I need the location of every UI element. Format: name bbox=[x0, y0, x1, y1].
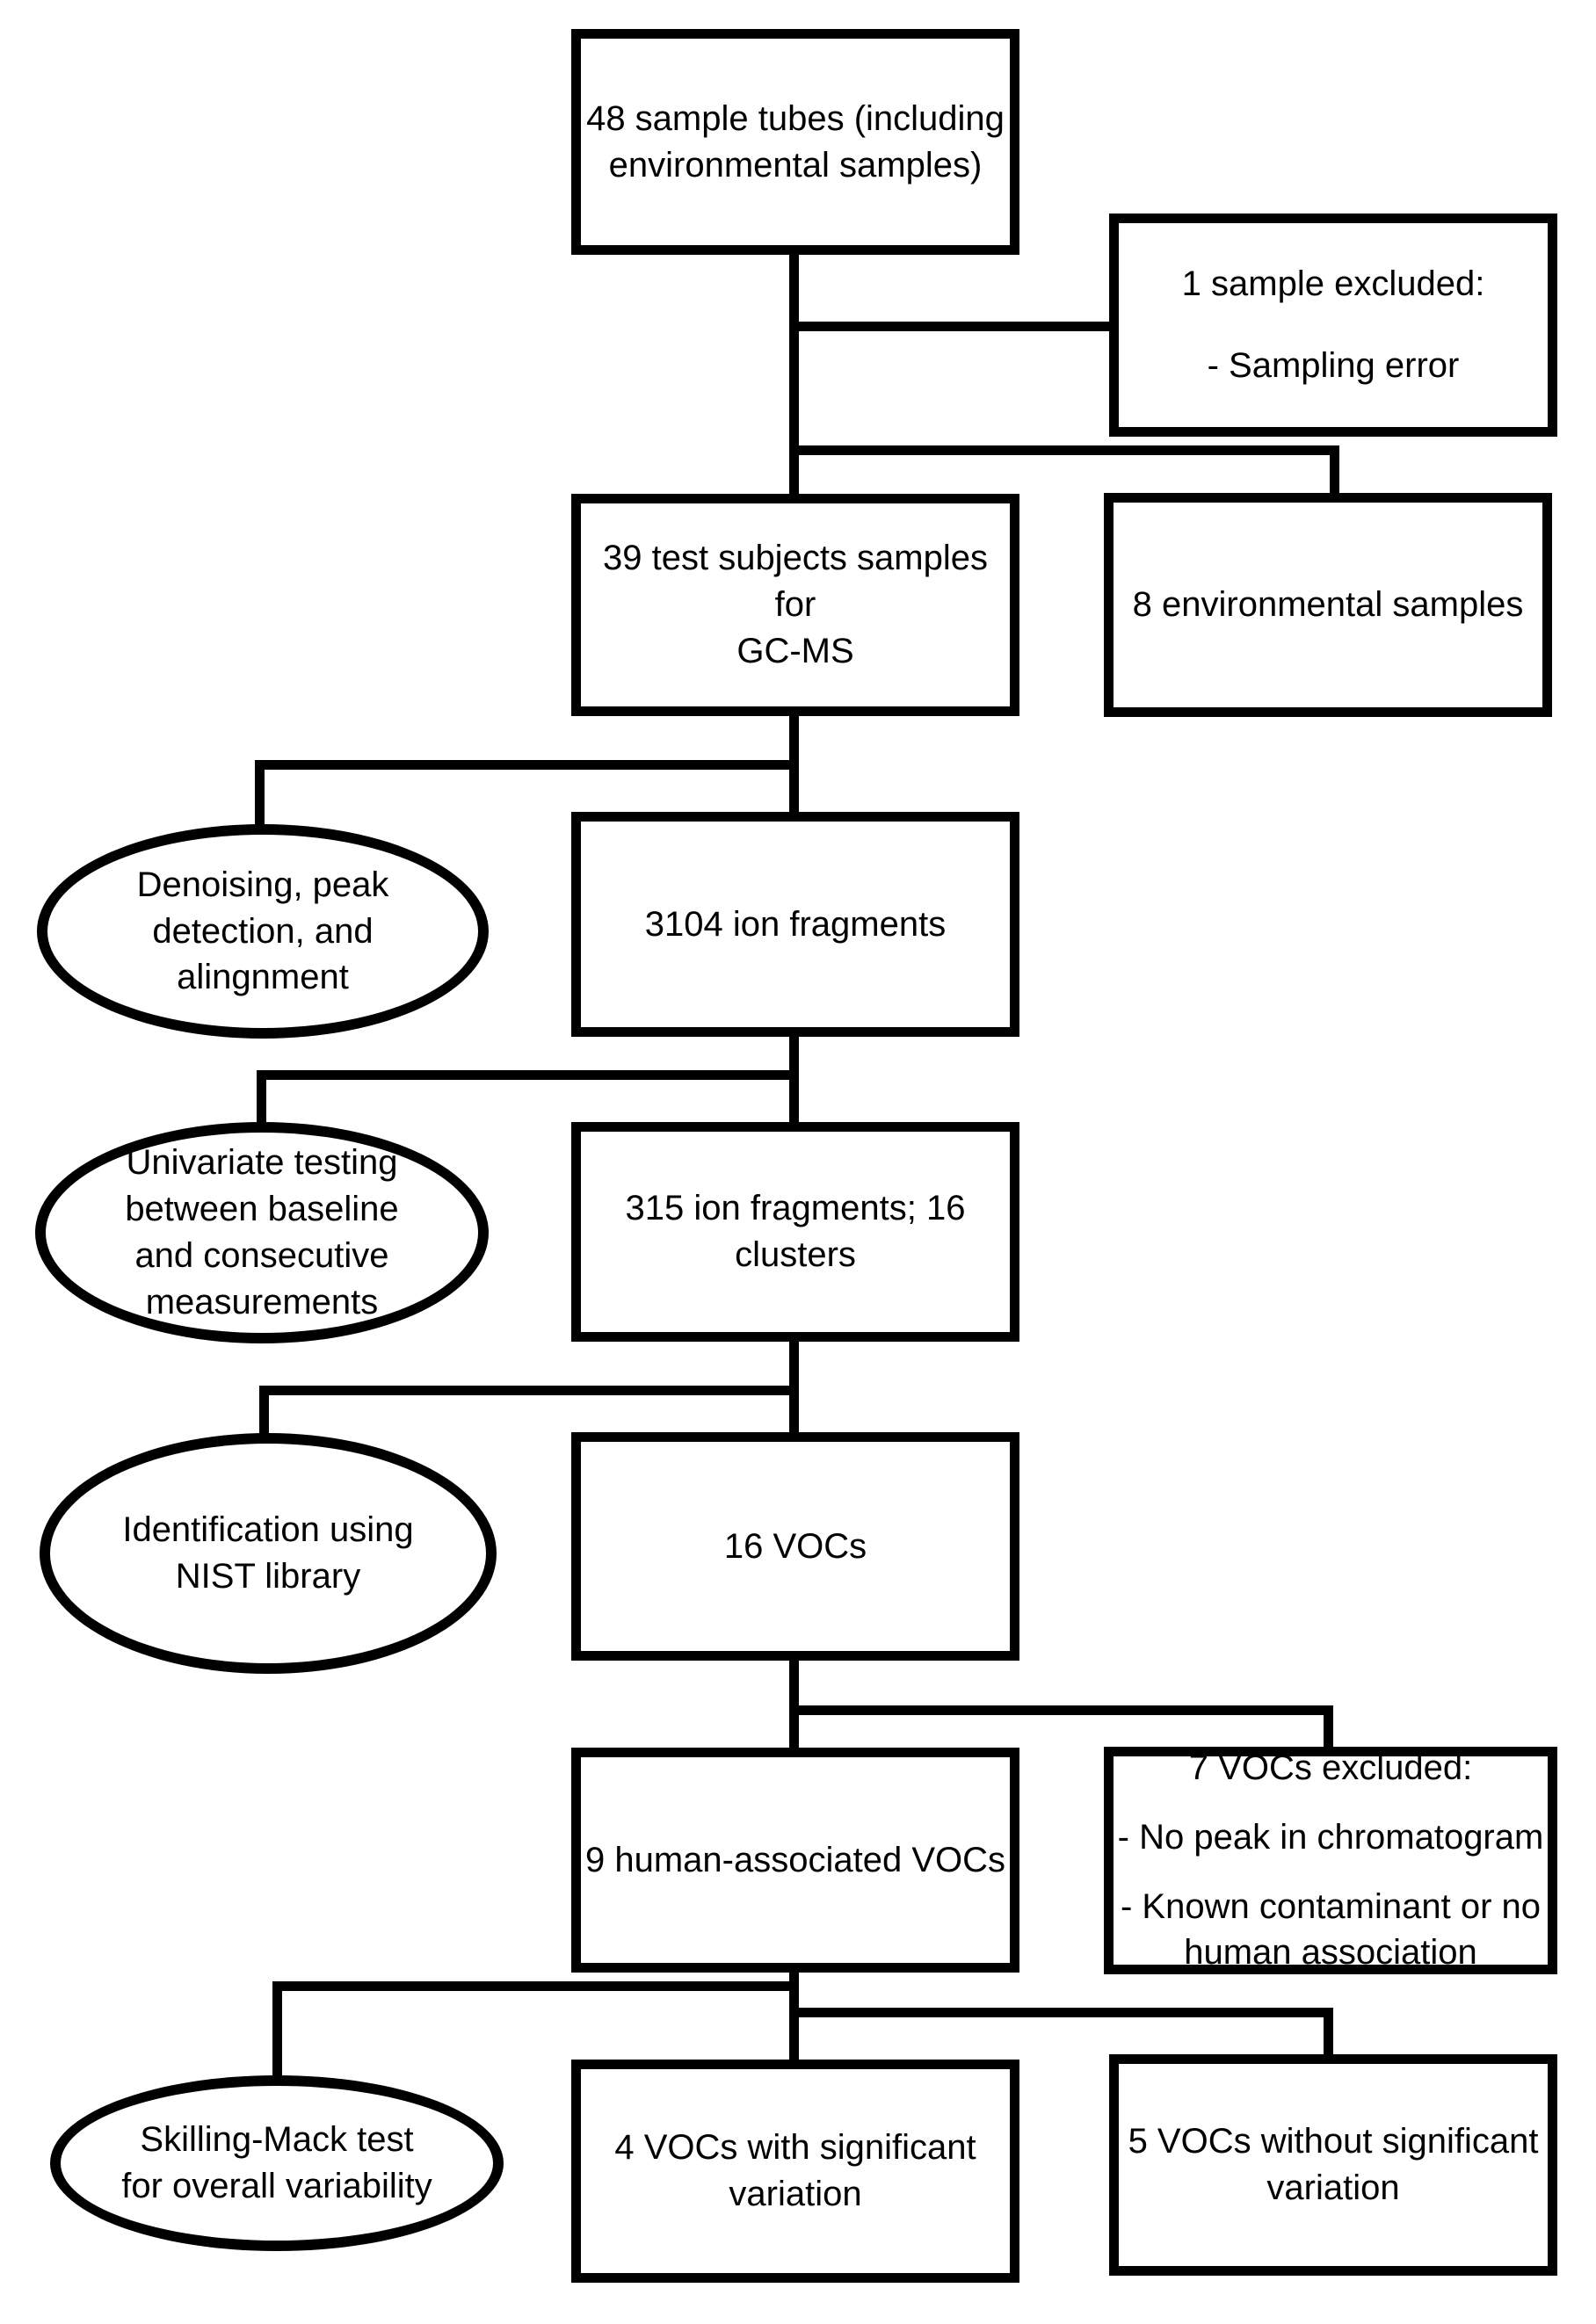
branch-to-skilling-mack-v bbox=[272, 1981, 282, 2083]
branch-to-5vocs-h bbox=[789, 2008, 1333, 2017]
connector-3104-to-315 bbox=[789, 1034, 799, 1126]
branch-to-identification-v bbox=[259, 1386, 269, 1442]
flow-box-test-subjects: 39 test subjects samples for GC-MS bbox=[571, 494, 1019, 716]
flow-ellipse-univariate-label: Univariate testing between baseline and … bbox=[125, 1143, 399, 1321]
connector-tubes-to-subjects bbox=[789, 251, 799, 497]
flow-box-nonsignificant-vocs-label: 5 VOCs without significant variation bbox=[1128, 2122, 1539, 2207]
flow-box-ion-fragments-label: 3104 ion fragments bbox=[644, 904, 947, 944]
flow-box-excluded-vocs-item-1: - No peak in chromatogram bbox=[1117, 1817, 1544, 1857]
flow-box-ion-fragments-clusters-label: 315 ion fragments; 16 clusters bbox=[625, 1189, 966, 1274]
connector-16vocs-to-9vocs bbox=[789, 1658, 799, 1751]
flow-box-excluded-sample: 1 sample excluded: - Sampling error bbox=[1109, 214, 1557, 437]
flow-box-test-subjects-label: 39 test subjects samples for GC-MS bbox=[603, 539, 988, 670]
flow-ellipse-identification-label: Identification using NIST library bbox=[122, 1510, 414, 1596]
flow-box-sample-tubes-label: 48 sample tubes (including environmental… bbox=[586, 98, 1005, 185]
branch-to-environmental-v bbox=[1330, 445, 1339, 496]
flow-box-significant-vocs-label: 4 VOCs with significant variation bbox=[614, 2128, 976, 2213]
branch-to-univariate-v bbox=[257, 1070, 266, 1130]
flow-box-environmental-label: 8 environmental samples bbox=[1132, 585, 1524, 625]
branch-to-denoising-v bbox=[255, 760, 265, 832]
flow-box-excluded-vocs: 7 VOCs excluded: - No peak in chromatogr… bbox=[1104, 1747, 1557, 1974]
branch-to-excluded-vocs-h bbox=[789, 1705, 1333, 1715]
flow-box-excluded-sample-title: 1 sample excluded: bbox=[1181, 264, 1485, 304]
branch-to-environmental-h bbox=[789, 445, 1339, 455]
branch-to-denoising-h bbox=[255, 760, 799, 770]
branch-to-5vocs-v bbox=[1324, 2008, 1333, 2059]
flow-box-excluded-sample-item: - Sampling error bbox=[1207, 346, 1460, 385]
branch-to-identification-h bbox=[259, 1386, 799, 1395]
flow-ellipse-denoising-label: Denoising, peak detection, and alingnmen… bbox=[136, 865, 389, 997]
flow-box-ion-fragments-clusters: 315 ion fragments; 16 clusters bbox=[571, 1122, 1019, 1342]
flow-box-excluded-vocs-item-2: - Known contaminant or no human associat… bbox=[1120, 1886, 1542, 1973]
branch-to-skilling-mack-h bbox=[272, 1981, 799, 1991]
branch-to-excluded-vocs-v bbox=[1324, 1705, 1333, 1751]
flow-box-excluded-vocs-title: 7 VOCs excluded: bbox=[1188, 1748, 1473, 1787]
flow-ellipse-denoising: Denoising, peak detection, and alingnmen… bbox=[37, 824, 489, 1039]
flow-ellipse-skilling-mack: Skilling-Mack test for overall variabili… bbox=[50, 2075, 504, 2251]
flow-box-16-vocs: 16 VOCs bbox=[571, 1432, 1019, 1661]
flow-ellipse-univariate: Univariate testing between baseline and … bbox=[35, 1122, 489, 1343]
flow-box-significant-vocs: 4 VOCs with significant variation bbox=[571, 2060, 1019, 2283]
flow-ellipse-skilling-mack-label: Skilling-Mack test for overall variabili… bbox=[121, 2120, 432, 2205]
branch-to-univariate-h bbox=[257, 1070, 799, 1080]
flow-box-environmental: 8 environmental samples bbox=[1104, 493, 1552, 717]
flow-box-16-vocs-label: 16 VOCs bbox=[723, 1526, 867, 1566]
branch-to-excluded-sample bbox=[789, 322, 1113, 331]
flow-ellipse-identification: Identification using NIST library bbox=[40, 1433, 497, 1674]
flow-box-sample-tubes: 48 sample tubes (including environmental… bbox=[571, 29, 1019, 255]
flow-box-ion-fragments: 3104 ion fragments bbox=[571, 812, 1019, 1037]
flow-box-human-vocs: 9 human-associated VOCs bbox=[571, 1748, 1019, 1973]
flow-box-nonsignificant-vocs: 5 VOCs without significant variation bbox=[1109, 2054, 1557, 2276]
flow-box-human-vocs-label: 9 human-associated VOCs bbox=[584, 1840, 1005, 1879]
